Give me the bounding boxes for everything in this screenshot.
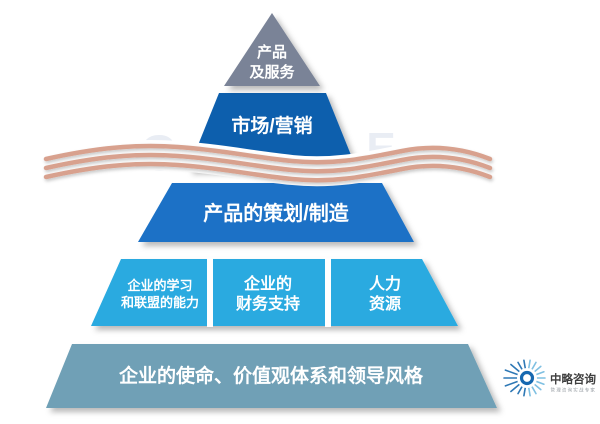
sunburst-icon xyxy=(503,359,546,397)
brand-tagline: 管理咨询实战专家 xyxy=(551,387,597,394)
segment-divider xyxy=(207,258,213,327)
capability-learning-label-line1: 企业的学习 xyxy=(126,278,192,293)
capability-finance-label-line1: 企业的 xyxy=(243,274,292,293)
level-planning-label: 产品的策划/制造 xyxy=(203,201,350,225)
capability-finance-label-line2: 财务支持 xyxy=(235,294,300,313)
logo-ring-icon xyxy=(519,370,535,386)
level-marketing-label: 市场/营销 xyxy=(231,114,312,137)
level-planning-shape xyxy=(138,183,414,242)
level-products-shape xyxy=(224,13,320,86)
capability-hr-label-line1: 人力 xyxy=(369,274,401,293)
brand-name: 中略咨询 xyxy=(550,372,596,386)
capability-learning-label-line2: 和联盟的能力 xyxy=(121,295,199,310)
level-products-label-line1: 产品 xyxy=(257,43,287,61)
level-products-label-line2: 及服务 xyxy=(249,63,295,81)
segment-divider xyxy=(325,258,331,327)
level-capabilities-shape xyxy=(91,259,458,326)
level-capabilities xyxy=(91,258,458,327)
brand-logo: 中略咨询 管理咨询实战专家 xyxy=(503,359,597,397)
capability-hr-label-line2: 资源 xyxy=(369,294,401,313)
level-foundation-shape xyxy=(46,344,497,408)
level-foundation-label: 企业的使命、价值观体系和领导风格 xyxy=(118,364,424,387)
